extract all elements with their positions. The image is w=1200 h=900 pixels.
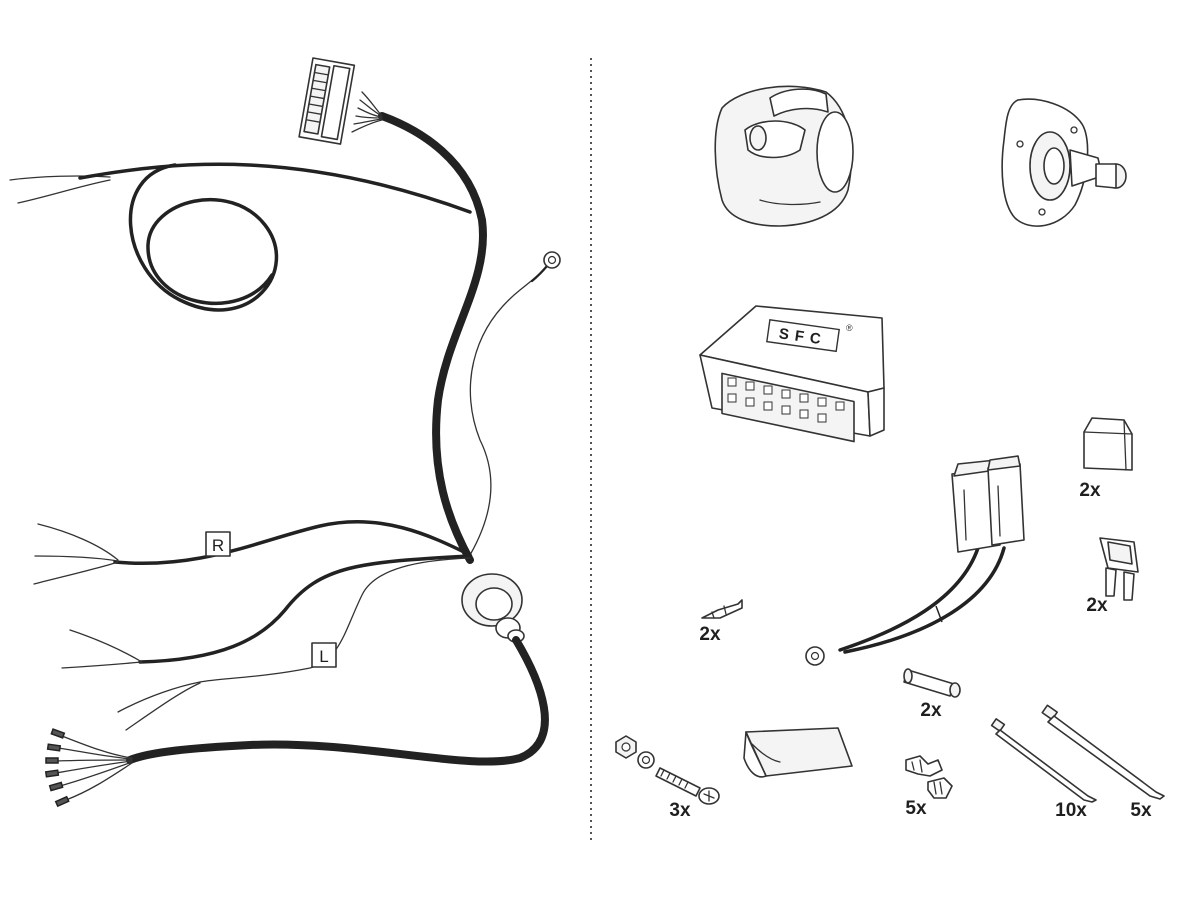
module-brand-mark: ® [846, 323, 853, 333]
cable-tie-large-qty: 5x [1130, 800, 1152, 821]
control-module-icon: SFC ® [699, 305, 885, 443]
marker-left-label: L [319, 647, 328, 666]
module-brand-text: SFC [778, 325, 828, 349]
marker-right-label: R [212, 536, 224, 555]
terminal-icon: 2x [699, 599, 743, 645]
terminal-qty: 2x [699, 624, 721, 645]
wiring-harness: R L [9, 57, 561, 808]
screw-qty: 3x [669, 800, 691, 821]
relay-connector-icon [805, 455, 1025, 666]
clip-qty: 5x [905, 798, 927, 819]
harness-connector [298, 57, 356, 145]
pigtail-wires [44, 728, 133, 808]
harness-grommet [461, 573, 525, 643]
socket-13pin-icon [714, 85, 854, 227]
marker-right: R [205, 531, 231, 557]
blade-fuse-qty: 2x [1086, 595, 1108, 616]
cable-tie-small-qty: 10x [1055, 800, 1087, 821]
clip-icon: 5x [905, 755, 953, 819]
cap-icon: 2x [1079, 417, 1133, 501]
adhesive-pad-icon [743, 727, 853, 778]
marker-left: L [311, 642, 337, 668]
module-brand-logo: SFC [766, 319, 841, 353]
glass-fuse-qty: 2x [920, 700, 942, 721]
ring-terminal-top [543, 251, 561, 269]
screw-nut-icon: 3x [615, 735, 720, 821]
cable-tie-small-icon: 10x [990, 718, 1097, 821]
mount-grommet-icon [1001, 98, 1127, 227]
cap-qty: 2x [1079, 480, 1101, 501]
cable-tie-large-icon: 5x [1041, 704, 1165, 821]
glass-fuse-icon: 2x [903, 668, 961, 721]
blade-fuse-icon: 2x [1086, 537, 1139, 616]
